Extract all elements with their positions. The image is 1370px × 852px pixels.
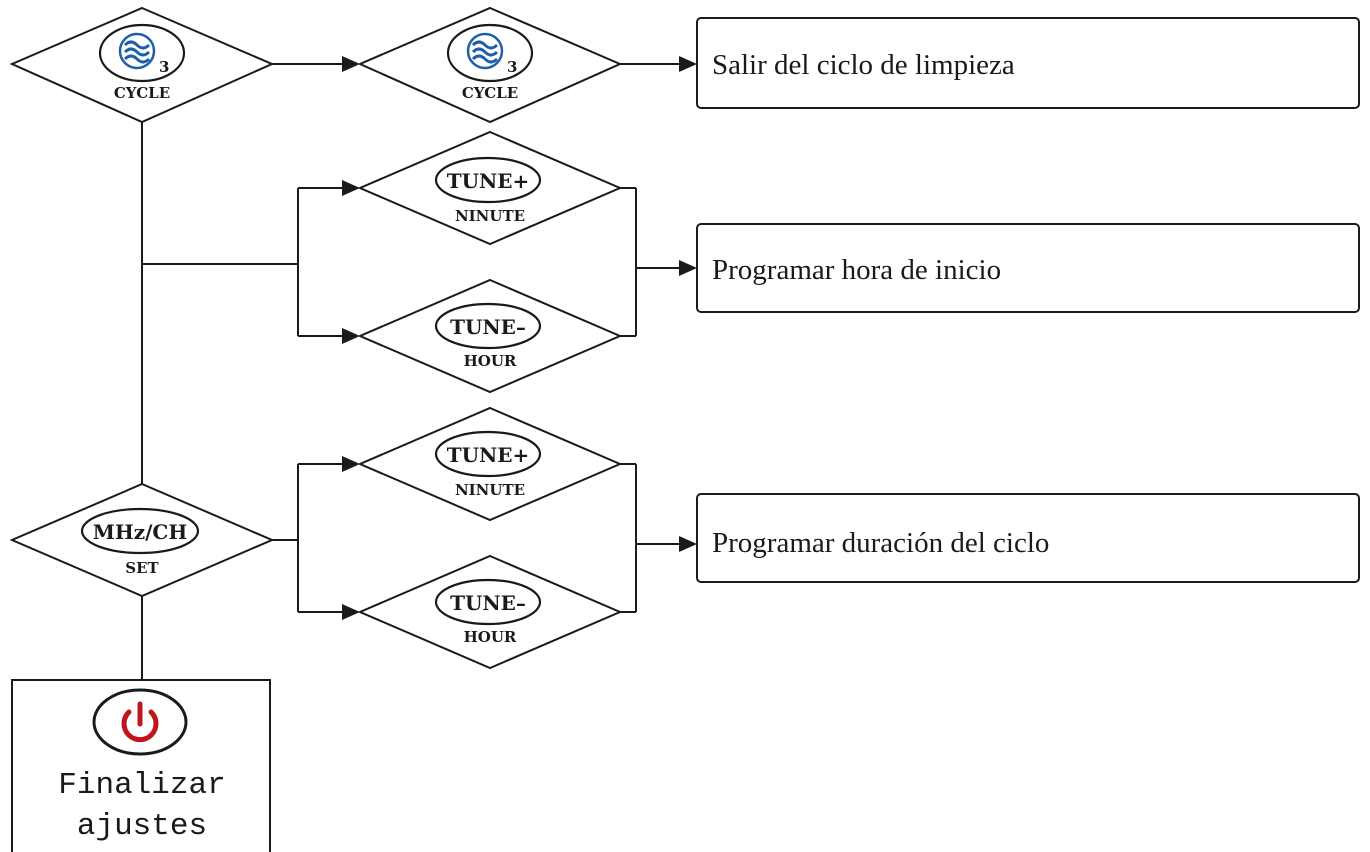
minute-label: NINUTE <box>455 481 525 499</box>
power-icon <box>92 688 188 756</box>
icon-index: 3 <box>159 58 169 76</box>
cycle-button-node-1[interactable]: 3 CYCLE <box>9 6 275 124</box>
connectors <box>141 63 690 680</box>
final-line-2: ajustes <box>77 809 207 844</box>
arrowhead <box>342 180 360 196</box>
tune-plus-label: TUNE+ <box>447 169 530 193</box>
icon-index: 3 <box>507 58 517 76</box>
minute-label: NINUTE <box>455 207 525 225</box>
arrowhead <box>342 456 360 472</box>
cycle-button-node-2[interactable]: 3 CYCLE <box>357 6 623 124</box>
tune-minus-label: TUNE– <box>450 591 526 615</box>
result-start-time-text: Programar hora de inicio <box>712 254 1001 286</box>
result-duration-text: Programar duración del ciclo <box>712 527 1049 559</box>
arrowhead <box>342 604 360 620</box>
final-settings-box[interactable]: Finalizar ajustes <box>11 679 271 852</box>
arrowhead <box>679 536 697 552</box>
result-exit-cycle-text: Salir del ciclo de limpieza <box>712 49 1015 81</box>
arrowheads <box>342 56 697 620</box>
cycle-label: CYCLE <box>462 84 518 102</box>
set-button-node[interactable]: MHz/CH SET <box>9 482 275 598</box>
arrowhead <box>342 56 360 72</box>
tune-plus-label: TUNE+ <box>447 443 530 467</box>
tune-plus-button-node-2[interactable]: TUNE+ NINUTE <box>357 406 623 522</box>
cycle-label: CYCLE <box>114 84 170 102</box>
result-start-time: Programar hora de inicio <box>696 223 1360 313</box>
mhz-ch-label: MHz/CH <box>93 520 188 544</box>
tune-minus-button-node-1[interactable]: TUNE– HOUR <box>357 278 623 394</box>
hour-label: HOUR <box>464 628 517 646</box>
arrowhead <box>342 328 360 344</box>
tune-minus-label: TUNE– <box>450 315 526 339</box>
result-duration: Programar duración del ciclo <box>696 493 1360 583</box>
hour-label: HOUR <box>464 352 517 370</box>
tune-minus-button-node-2[interactable]: TUNE– HOUR <box>357 554 623 670</box>
final-line-1: Finalizar <box>58 768 225 803</box>
set-label: SET <box>125 559 159 577</box>
waves-icon <box>118 32 156 70</box>
waves-icon <box>466 32 504 70</box>
tune-plus-button-node-1[interactable]: TUNE+ NINUTE <box>357 130 623 246</box>
arrowhead <box>679 260 697 276</box>
arrowhead <box>679 56 697 72</box>
result-exit-cycle: Salir del ciclo de limpieza <box>696 17 1360 109</box>
